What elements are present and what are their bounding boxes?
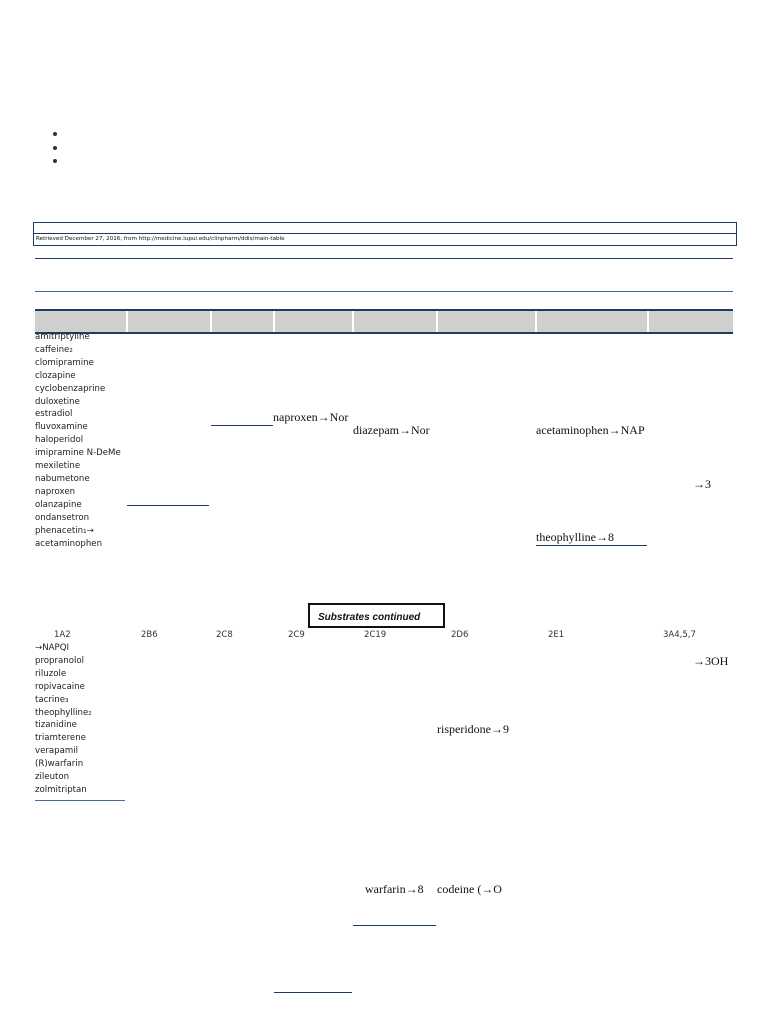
divider <box>353 925 436 926</box>
cell-2e1: theophylline→8 <box>536 530 614 544</box>
divider <box>274 992 352 993</box>
bullet-point <box>53 159 57 163</box>
list-item: tacrine₃ <box>35 694 69 705</box>
cell-2d6: risperidone→9 <box>437 722 509 736</box>
list-item: clomipramine <box>35 357 94 368</box>
column-header-3a4: 3A4,5,7 <box>663 630 696 640</box>
list-item: haloperidol <box>35 435 84 446</box>
list-item: duloxetine <box>35 396 80 407</box>
list-item: zolmitriptan <box>35 784 87 795</box>
list-item: tizanidine <box>35 720 77 731</box>
list-item: caffeine₂ <box>35 344 73 355</box>
list-item: fluvoxamine <box>35 422 88 433</box>
cell-3a4: →3 <box>693 477 711 491</box>
column-header-2b6: 2B6 <box>141 630 158 640</box>
list-item: verapamil <box>35 746 79 757</box>
cell-2d6: codeine (→O <box>437 882 502 896</box>
list-item: triamterene <box>35 733 86 744</box>
list-item: theophylline₂ <box>35 707 92 718</box>
column-header-2c9: 2C9 <box>288 630 305 640</box>
bullet-point <box>53 132 57 136</box>
column-header-2c8: 2C8 <box>216 630 233 640</box>
list-item: nabumetone <box>35 473 90 484</box>
section-label-box: Substrates continued <box>308 603 445 628</box>
divider <box>35 291 733 292</box>
list-item: naproxen <box>35 486 76 497</box>
cell-3a4: →3OH <box>693 654 729 668</box>
divider <box>127 505 209 506</box>
list-item: (R)warfarin <box>35 759 84 770</box>
divider <box>35 800 125 801</box>
list-item: riluzole <box>35 668 67 679</box>
column-header-2e1: 2E1 <box>548 630 565 640</box>
divider <box>536 545 647 546</box>
bullet-point <box>53 146 57 150</box>
citation-box: Retrieved December 27, 2016, from http:/… <box>33 222 737 246</box>
column-1a2-list: amitriptyline caffeine₂ clomipramine clo… <box>35 331 121 550</box>
column-header-2c19: 2C19 <box>364 630 387 640</box>
list-item: zileuton <box>35 772 70 783</box>
list-item: mexiletine <box>35 461 81 472</box>
list-item: ropivacaine <box>35 681 85 692</box>
list-item: clozapine <box>35 370 76 381</box>
cell-2c9: naproxen→Nor <box>273 410 349 424</box>
list-item: ondansetron <box>35 512 90 523</box>
list-item: estradiol <box>35 409 73 420</box>
section-label: Substrates continued <box>318 612 421 623</box>
divider <box>211 425 273 426</box>
cell-2e1: acetaminophen→NAP <box>536 423 645 437</box>
column-1a2-list-continued: →NAPQI propranolol riluzole ropivacaine … <box>35 642 92 797</box>
column-header-1a2: 1A2 <box>54 630 71 640</box>
list-item: phenacetin₁→ <box>35 525 94 536</box>
list-item: →NAPQI <box>35 643 69 653</box>
list-item: cyclobenzaprine <box>35 383 106 394</box>
table-header-bar <box>35 309 733 334</box>
column-header-2d6: 2D6 <box>451 630 469 640</box>
cell-2c19: warfarin→8 <box>365 882 424 896</box>
list-item: propranolol <box>35 655 85 666</box>
list-item: amitriptyline <box>35 332 90 342</box>
cell-2c19: diazepam→Nor <box>353 423 430 437</box>
divider <box>35 258 733 259</box>
citation-text: Retrieved December 27, 2016, from http:/… <box>36 236 285 242</box>
list-item: olanzapine <box>35 499 82 510</box>
list-item: imipramine N-DeMe <box>35 448 121 459</box>
list-item: acetaminophen <box>35 538 103 549</box>
